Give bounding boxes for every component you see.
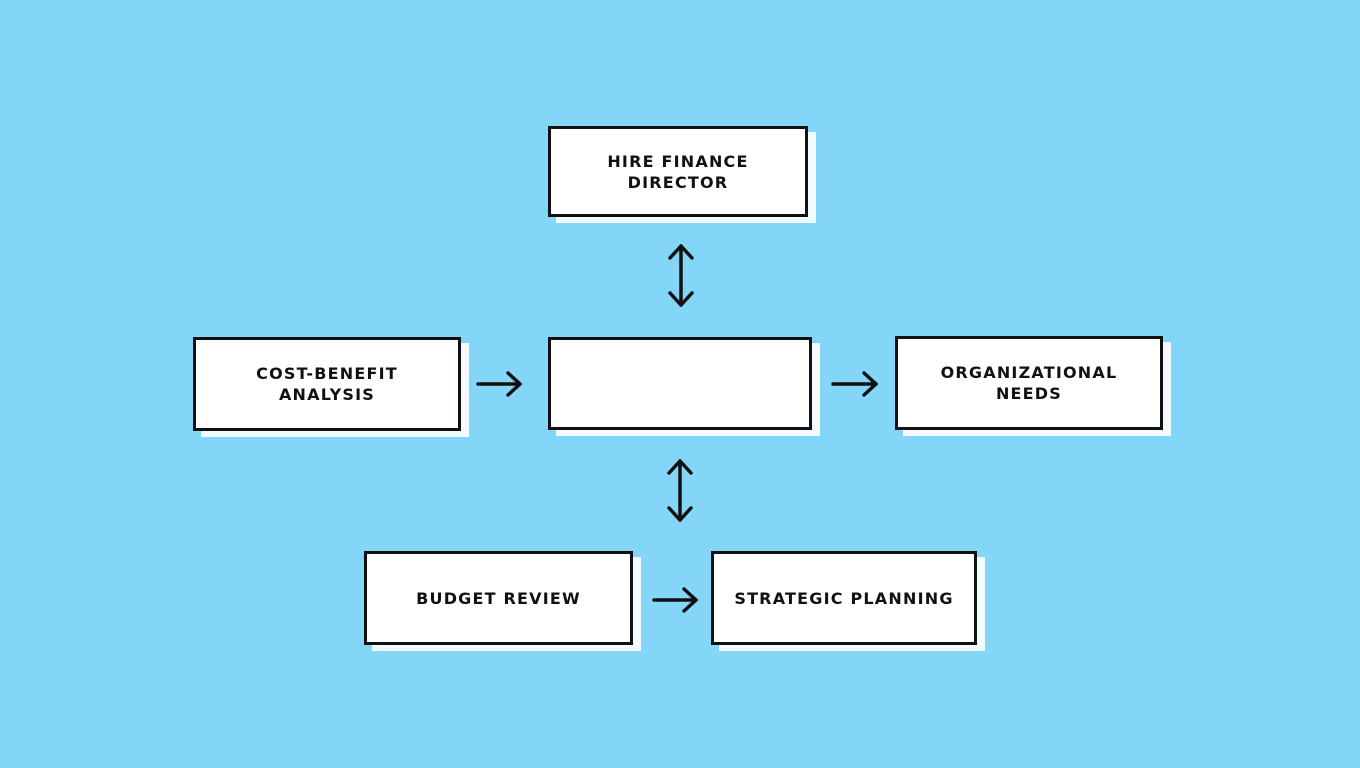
bidirectional-arrow-hire-center xyxy=(668,244,694,307)
node-cost-benefit-analysis: COST-BENEFIT ANALYSIS xyxy=(193,337,461,431)
node-label: ORGANIZATIONAL NEEDS xyxy=(940,363,1118,403)
node-hire-finance-director: HIRE FINANCE DIRECTOR xyxy=(548,126,808,217)
node-center-empty xyxy=(548,337,812,430)
arrow-budget-review-to-strategic-planning xyxy=(652,587,698,613)
arrow-cost-benefit-to-center xyxy=(476,371,522,397)
node-organizational-needs: ORGANIZATIONAL NEEDS xyxy=(895,336,1163,430)
node-label: BUDGET REVIEW xyxy=(416,588,581,608)
node-strategic-planning: STRATEGIC PLANNING xyxy=(711,551,977,645)
bidirectional-arrow-center-budget xyxy=(667,459,693,522)
node-budget-review: BUDGET REVIEW xyxy=(364,551,633,645)
arrow-center-to-organizational-needs xyxy=(831,371,878,397)
node-label: HIRE FINANCE DIRECTOR xyxy=(607,151,749,192)
node-label: STRATEGIC PLANNING xyxy=(734,588,954,608)
node-label: COST-BENEFIT ANALYSIS xyxy=(256,364,398,404)
